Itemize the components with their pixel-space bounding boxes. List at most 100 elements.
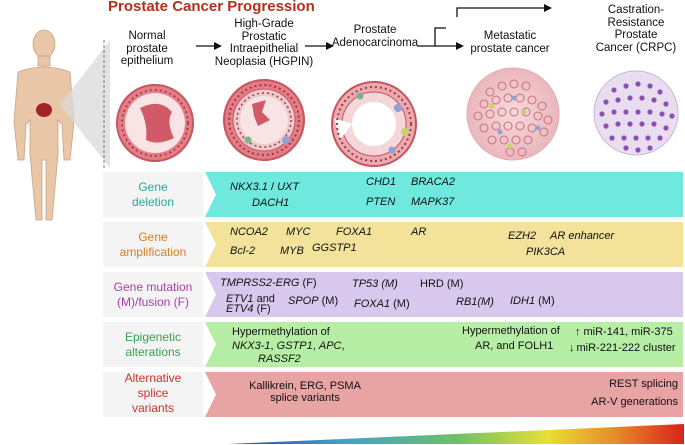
progression-arrows	[196, 7, 546, 47]
stage-crpc-label: Castration- Resistance Prostate Cancer (…	[590, 4, 682, 54]
category-epigenetic: Epigenetic alterations	[103, 330, 203, 360]
severity-gradient-wedge	[228, 424, 684, 444]
gene-myc: MYC	[286, 226, 311, 238]
gene-separator: /	[267, 181, 278, 193]
gene-suffix: (F)	[299, 277, 317, 289]
gene-idh1: IDH1 (M)	[510, 295, 555, 308]
page-title: Prostate Cancer Progression	[108, 0, 315, 15]
gene-suffix: (M)	[535, 295, 555, 307]
down-arrow-icon: ↓	[569, 342, 575, 354]
stage-adeno-line: Adenocarcinoma	[331, 36, 419, 49]
stage-hgpin-line: Prostatic	[241, 30, 287, 43]
category-line: alterations	[125, 345, 181, 359]
gene-ar: AR	[411, 226, 427, 238]
gene-tmprss2: TMPRSS2-ERG	[220, 277, 300, 289]
stage-normal-line: Normal	[128, 30, 166, 42]
mir-up-text: miR-141, miR-375	[583, 326, 673, 338]
gene-foxa1-mut: FOXA1 (M)	[354, 298, 410, 311]
gene-etv1-name: ETV1	[226, 293, 254, 305]
category-line: splice	[137, 386, 169, 400]
stage-adenocarcinoma-label: Prostate Adenocarcinoma	[330, 24, 420, 49]
mir-down: ↓miR-221-222 cluster	[569, 342, 676, 355]
zoom-cone	[60, 40, 110, 168]
mir-up: ↑miR-141, miR-375	[575, 326, 673, 339]
epigenetic-genes-a: NKX3-1, GSTP1, APC,	[232, 340, 345, 353]
splice-left-1: Kallikrein, ERG, PSMA	[249, 380, 361, 392]
prostate-highlight-icon	[36, 103, 52, 117]
epigenetic-hyper2: Hypermethylation of	[462, 325, 560, 337]
stage-hgpin-line: Intraepithelial	[229, 43, 299, 55]
stage-normal-line: prostate	[126, 42, 168, 55]
category-line: Epigenetic	[124, 330, 182, 344]
stage-hgpin-line: Neoplasia (HGPIN)	[214, 55, 314, 68]
category-line: Gene	[138, 180, 168, 194]
adenocarcinoma-tissue-icon	[331, 81, 417, 167]
normal-epithelium-icon	[116, 84, 194, 162]
gene-etv4: ETV4 (F)	[226, 303, 271, 316]
category-line: variants	[131, 401, 175, 415]
gene-ar-enhancer: AR enhancer	[550, 230, 615, 242]
mir-down-text: miR-221-222 cluster	[576, 342, 676, 354]
gene-rb1-name: RB1(M)	[456, 296, 494, 308]
amplification-band	[205, 222, 683, 267]
stage-hgpin-label: High-Grade Prostatic Intraepithelial Neo…	[214, 18, 314, 68]
deletion-band	[205, 172, 683, 217]
gene-brca2: BRACA2	[411, 176, 456, 188]
category-line: amplification	[119, 245, 187, 259]
epigenetic-hyper2-genes: AR, and FOLH1	[475, 340, 554, 352]
splice-right-1: REST splicing	[609, 378, 678, 390]
gene-apc: APC	[318, 340, 342, 352]
gene-separator: ,	[312, 340, 319, 352]
gene-pik3ca: PIK3CA	[526, 246, 566, 258]
category-line: Gene mutation	[113, 280, 193, 294]
stage-metastatic-line: Metastatic	[483, 30, 537, 42]
epigenetic-rassf2: RASSF2	[258, 353, 301, 365]
stage-crpc-line: Prostate	[614, 29, 658, 41]
gene-spop: SPOP (M)	[288, 295, 338, 308]
category-deletion: Gene deletion	[103, 180, 203, 210]
crpc-tissue-icon	[593, 70, 679, 156]
category-splice: Alternative splice variants	[103, 371, 203, 416]
hgpin-tissue-icon	[223, 79, 305, 161]
gene-foxa1-amp: FOXA1	[336, 226, 373, 238]
gene-separator: ,	[341, 340, 345, 352]
category-line: (M)/fusion (F)	[117, 295, 189, 309]
arrowheads	[214, 4, 552, 50]
gene-nkx3-1: NKX3-1	[232, 340, 271, 352]
gene-nkx31-uxt: NKX3.1 / UXT	[230, 181, 299, 194]
gene-suffix: (M)	[390, 298, 410, 310]
stage-metastatic-line: prostate cancer	[470, 42, 550, 55]
gene-idh1-name: IDH1	[510, 295, 536, 307]
gene-ezh2: EZH2	[508, 230, 537, 242]
gene-suffix: (M)	[318, 295, 339, 307]
gene-hrd: HRD (M)	[420, 278, 464, 290]
gene-bcl2: Bcl-2	[230, 245, 256, 257]
gene-uxt: UXT	[277, 181, 300, 193]
gene-rb1: RB1(M)	[456, 296, 494, 309]
stage-normal-label: Normal prostate epithelium	[112, 30, 182, 68]
up-arrow-icon: ↑	[575, 326, 581, 338]
human-figure-icon	[13, 29, 75, 221]
gene-suffix: and	[253, 293, 275, 305]
gene-nkx31: NKX3.1	[230, 181, 268, 193]
stage-crpc-line: Castration-	[607, 4, 665, 16]
category-amplification: Gene amplification	[103, 230, 203, 260]
stage-crpc-line: Cancer (CRPC)	[595, 41, 677, 54]
mutation-band	[205, 272, 683, 317]
gene-suffix: (F)	[253, 303, 271, 315]
gene-etv1: ETV1 and	[226, 293, 275, 306]
category-line: Gene	[138, 230, 168, 244]
stage-adeno-line: Prostate	[353, 24, 397, 36]
gene-ggstp1: GGSTP1	[312, 242, 357, 254]
category-bands	[205, 172, 683, 417]
stage-normal-line: epithelium	[120, 55, 174, 67]
gene-pten: PTEN	[366, 196, 396, 208]
splice-band	[205, 372, 683, 417]
gene-tmprss2-erg: TMPRSS2-ERG (F)	[220, 277, 317, 290]
gene-gstp1: GSTP1	[276, 340, 313, 352]
splice-right-2: AR-V generations	[591, 396, 678, 408]
gene-myb: MYB	[280, 245, 304, 257]
stage-hgpin-line: High-Grade	[234, 18, 294, 30]
gene-chd1: CHD1	[366, 176, 396, 188]
